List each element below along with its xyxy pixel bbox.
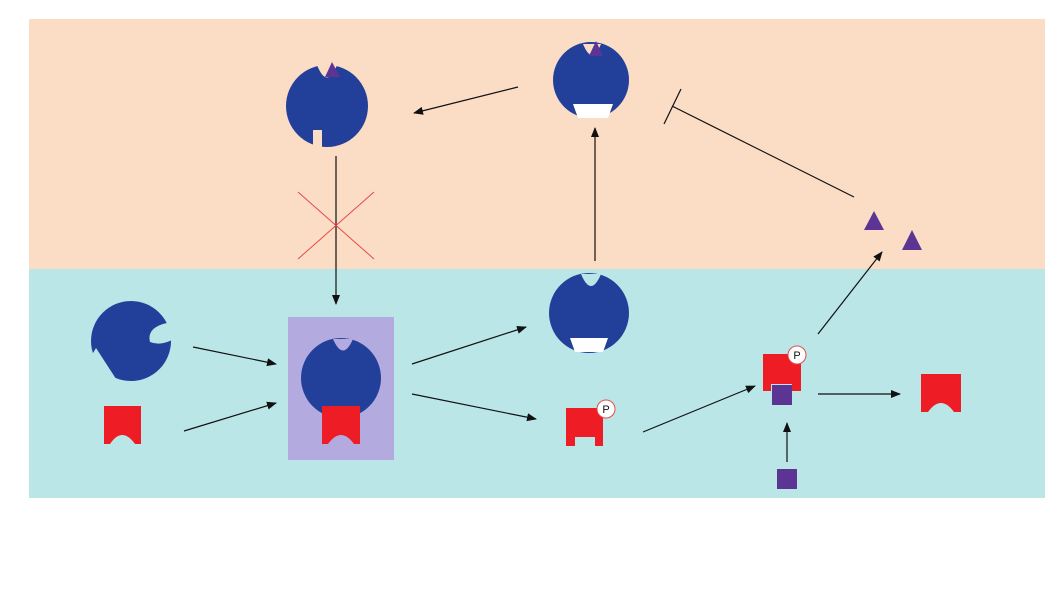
arrow — [642, 385, 756, 433]
red-protein-free — [104, 406, 141, 444]
x-cross-icon — [297, 191, 375, 260]
lower-region — [29, 269, 1045, 498]
red-protein-final — [921, 374, 961, 412]
phospho-badge — [787, 345, 807, 365]
arrow — [413, 86, 519, 115]
receptor-in-complex — [301, 338, 381, 418]
receptor-ligand-bound-left — [286, 62, 368, 148]
triangle-icon — [325, 62, 340, 77]
phospho-badge — [596, 399, 616, 419]
arrow — [817, 251, 883, 335]
arrow — [411, 393, 537, 422]
arrow — [183, 401, 277, 432]
arrows — [183, 86, 901, 462]
triangle-icon — [902, 230, 922, 250]
svg-text:P: P — [602, 404, 609, 416]
t-bar-inhibition-icon — [663, 88, 855, 198]
red-protein-phospho-cofactor: P — [763, 345, 807, 405]
red-protein-phosphorylated: P — [566, 399, 616, 446]
svg-text:P: P — [793, 350, 800, 362]
square-icon — [772, 385, 792, 405]
square-icon — [777, 469, 797, 489]
arrow — [411, 325, 527, 365]
receptor-free — [90, 301, 172, 385]
receptor-released — [549, 273, 629, 353]
upper-region — [29, 19, 1045, 269]
arrow — [192, 346, 277, 367]
receptor-ligand-bound-right — [553, 41, 629, 118]
triangle-icon — [589, 41, 603, 56]
triangle-icon — [864, 211, 884, 230]
red-protein-in-complex — [322, 406, 360, 444]
